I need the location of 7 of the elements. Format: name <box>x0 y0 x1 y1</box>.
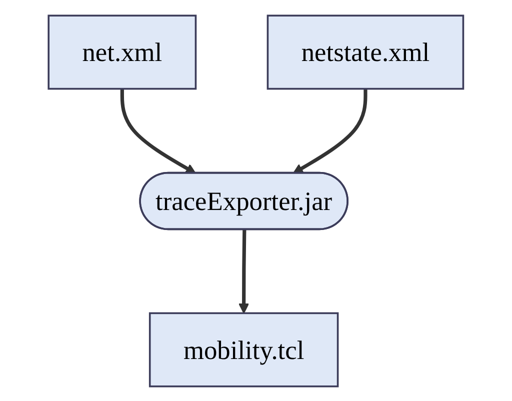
arrow <box>292 88 368 174</box>
flowchart-drawing: net.xml netstate.xml traceExporter.jar mobility.tcl <box>39 6 473 396</box>
node-box <box>48 14 197 90</box>
node-box <box>266 14 464 90</box>
arrow <box>120 88 196 174</box>
node-box <box>149 312 339 387</box>
arrow <box>238 229 250 314</box>
